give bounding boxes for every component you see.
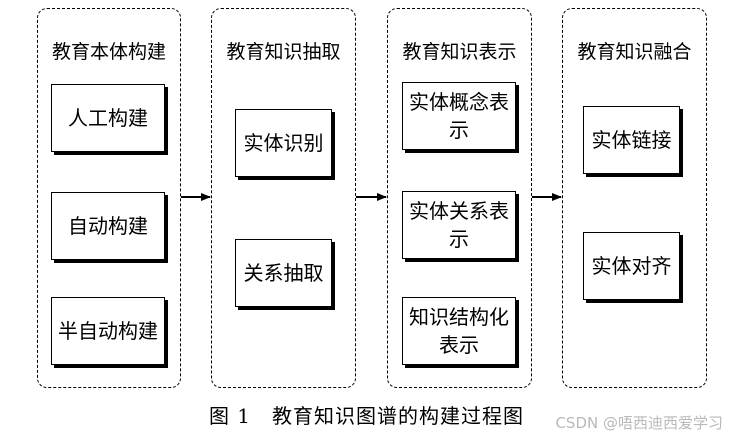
group-knowledge-fusion: 教育知识融合 实体链接 实体对齐 [562, 8, 707, 388]
group-title: 教育知识融合 [577, 41, 692, 63]
node-entity-linking: 实体链接 [583, 106, 680, 174]
node-relation-extraction: 关系抽取 [235, 239, 332, 307]
node-entity-concept-representation: 实体概念表示 [402, 82, 516, 150]
node-knowledge-structured-representation: 知识结构化表示 [402, 297, 516, 365]
group-title: 教育知识表示 [402, 41, 517, 63]
node-manual-construction: 人工构建 [51, 84, 165, 152]
node-semi-automatic-construction: 半自动构建 [51, 297, 165, 365]
group-title: 教育本体构建 [51, 41, 166, 63]
node-entity-alignment: 实体对齐 [583, 232, 680, 300]
group-ontology-construction: 教育本体构建 人工构建 自动构建 半自动构建 [37, 8, 181, 388]
group-knowledge-extraction: 教育知识抽取 实体识别 关系抽取 [211, 8, 356, 388]
node-entity-recognition: 实体识别 [235, 109, 332, 177]
watermark: CSDN @唔西迪西爱学习 [555, 414, 723, 432]
node-entity-relation-representation: 实体关系表示 [402, 191, 516, 259]
group-title: 教育知识抽取 [226, 41, 341, 63]
figure-caption: 图 1 教育知识图谱的构建过程图 [208, 404, 525, 428]
group-knowledge-representation: 教育知识表示 实体概念表示 实体关系表示 知识结构化表示 [387, 8, 532, 388]
node-automatic-construction: 自动构建 [51, 192, 165, 260]
